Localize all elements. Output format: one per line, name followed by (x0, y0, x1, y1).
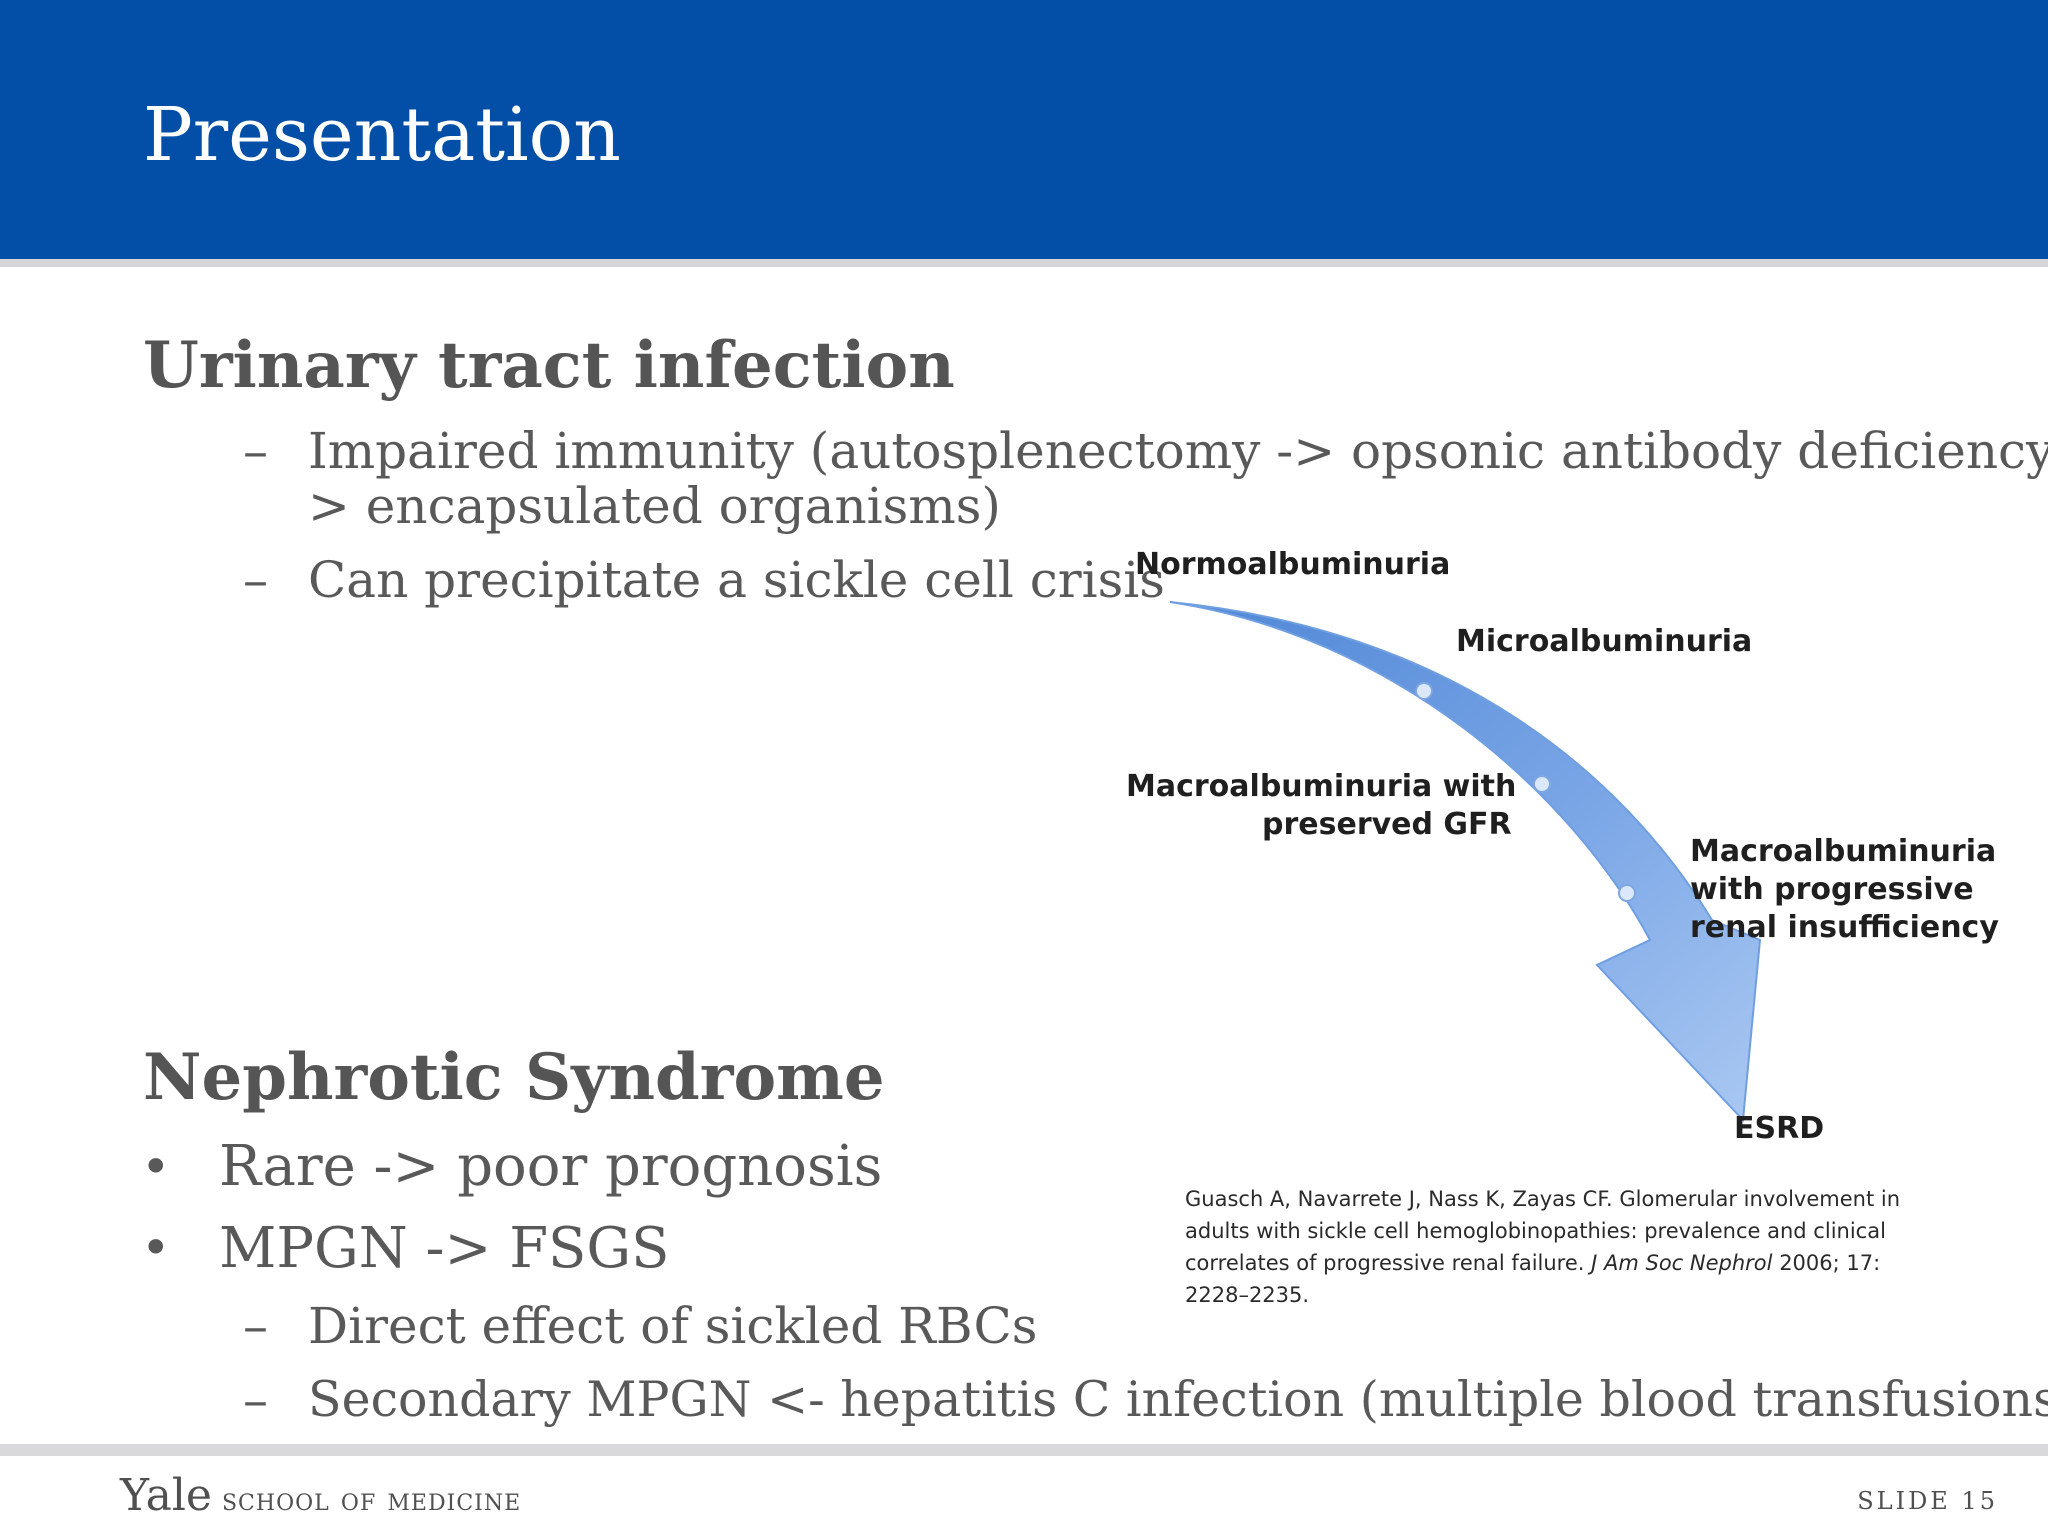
nephrotic-bullet-2-text: MPGN -> FSGS (219, 1216, 670, 1281)
figure-citation: Guasch A, Navarrete J, Nass K, Zayas CF.… (1185, 1183, 1920, 1311)
logo-yale: Yale (120, 1470, 212, 1521)
label-macro-prog-line-1: Macroalbuminuria (1690, 834, 1997, 869)
nephrotic-heading: Nephrotic Syndrome (143, 1040, 885, 1115)
citation-text: Guasch A, Navarrete J, Nass K, Zayas CF.… (1185, 1187, 1901, 1275)
label-microalbuminuria: Microalbuminuria (1456, 624, 1753, 659)
label-macro-prog-line-3: renal insufficiency (1690, 910, 1999, 945)
label-normoalbuminuria: Normoalbuminuria (1135, 547, 1451, 582)
curved-arrow-graphic (1169, 601, 1762, 1123)
nephrotic-subitem-1-text: Direct effect of sickled RBCs (308, 1297, 1038, 1355)
stage-marker-1 (1415, 682, 1433, 700)
bullet-dot: • (141, 1219, 171, 1277)
dash-marker: – (243, 422, 268, 480)
header-bar (0, 0, 2048, 259)
uti-heading: Urinary tract infection (143, 328, 955, 403)
progression-arrow (1169, 601, 1762, 1123)
footer-divider (0, 1444, 2048, 1456)
slide-title: Presentation (143, 92, 621, 178)
uti-item-1-line-1: Impaired immunity (autosplenectomy -> op… (308, 422, 2048, 480)
logo-school-of-medicine: school of medicine (221, 1480, 522, 1518)
albuminuria-progression-figure: Normoalbuminuria Microalbuminuria Macroa… (1110, 540, 2010, 1160)
label-macro-prog-line-2: with progressive (1690, 872, 1974, 907)
label-esrd: ESRD (1734, 1111, 1825, 1146)
label-macro-gfr-line-1: Macroalbuminuria with (1126, 769, 1517, 804)
slide-number: SLIDE 15 (1857, 1487, 1998, 1515)
dash-marker: – (243, 1371, 268, 1429)
dash-marker: – (243, 1297, 268, 1355)
header-divider (0, 259, 2048, 267)
dash-marker: – (243, 551, 268, 609)
uti-item-1-line-2: > encapsulated organisms) (308, 477, 1001, 535)
citation-details: 2006; 17: 2228–2235. (1185, 1251, 1881, 1307)
bullet-dot: • (141, 1138, 171, 1196)
nephrotic-bullet-1-text: Rare -> poor prognosis (219, 1134, 883, 1199)
label-macro-gfr-line-2: preserved GFR (1262, 807, 1512, 842)
uti-item-2-line-1: Can precipitate a sickle cell crisis (308, 551, 1165, 609)
nephrotic-subitem-2-text: Secondary MPGN <- hepatitis C infection … (308, 1371, 2048, 1428)
citation-journal: J Am Soc Nephrol (1591, 1251, 1773, 1275)
stage-marker-2 (1533, 775, 1551, 793)
stage-marker-3 (1618, 884, 1636, 902)
